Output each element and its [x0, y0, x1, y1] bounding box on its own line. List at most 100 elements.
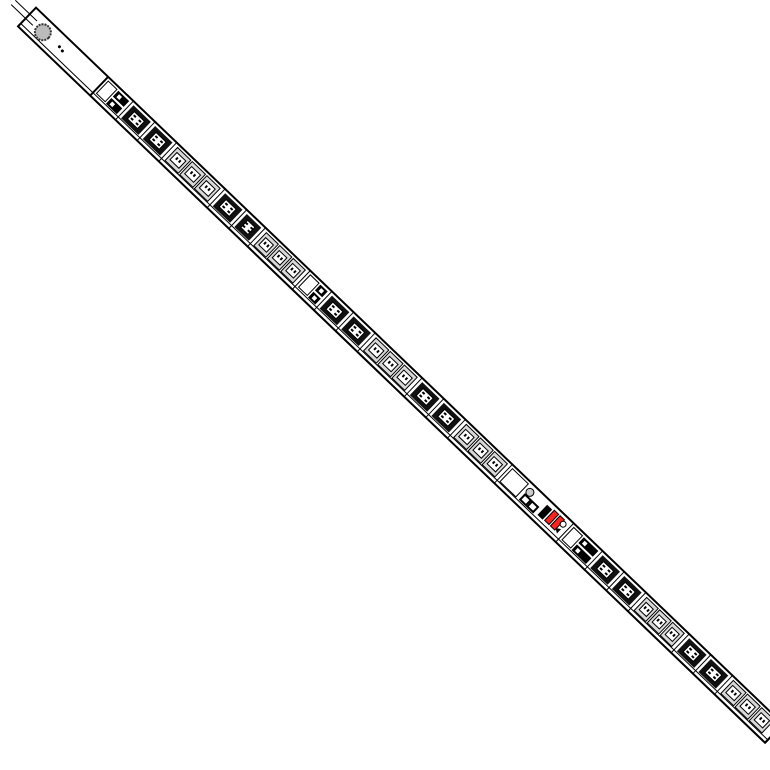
- c19-module: [228, 209, 262, 241]
- breaker-module: [89, 76, 130, 115]
- c19-pin: [358, 330, 362, 334]
- c13-socket: [664, 626, 681, 643]
- c19-socket: [325, 301, 344, 320]
- ethernet-port-icon: [518, 493, 533, 507]
- c13-pin: [266, 244, 270, 248]
- c19-pin: [224, 202, 229, 206]
- c13-pin: [463, 433, 468, 438]
- c19-pin: [333, 312, 338, 317]
- c13-pin: [293, 270, 297, 274]
- c19-pin: [247, 229, 251, 234]
- led-display: [543, 509, 560, 526]
- c19-pin: [691, 655, 695, 659]
- c19-pin: [350, 328, 354, 332]
- c19-socket: [218, 198, 237, 218]
- c13-socket: [638, 601, 655, 618]
- c19-pin: [242, 224, 246, 229]
- module-divider: [335, 311, 354, 332]
- ground-screw-icon: [57, 45, 61, 49]
- c13-pin: [659, 621, 663, 625]
- c13-pin: [177, 159, 182, 164]
- module-divider: [584, 550, 603, 571]
- pdu-end-cap: [764, 723, 770, 744]
- c19-pin: [133, 114, 137, 118]
- c13-pin: [376, 349, 380, 354]
- breaker-toggle: [109, 101, 116, 108]
- c19-socket: [617, 581, 636, 600]
- c19-pin: [336, 309, 341, 314]
- c19-pin: [448, 416, 452, 421]
- breaker-toggle: [581, 540, 588, 547]
- c19-pin: [156, 142, 161, 147]
- c13-pin: [387, 360, 392, 365]
- c19-pin: [712, 675, 717, 680]
- module-divider: [403, 377, 423, 398]
- c19-pin: [628, 589, 633, 594]
- c19-pin: [426, 396, 431, 400]
- c13-pin: [480, 449, 485, 454]
- c19-socket: [682, 643, 701, 663]
- ethernet-port-icon: [525, 500, 540, 514]
- c13-pin: [744, 703, 749, 707]
- module-divider: [670, 633, 690, 654]
- c19-socket: [704, 664, 723, 683]
- c13-socket: [396, 369, 413, 387]
- module-divider: [447, 419, 466, 439]
- c19-pin: [445, 419, 450, 424]
- c19-pin: [693, 652, 698, 656]
- c19-module: [605, 571, 642, 606]
- c19-pin: [599, 567, 603, 571]
- c13-pin: [401, 374, 406, 378]
- module-divider: [89, 76, 109, 96]
- c13-pin: [656, 618, 660, 622]
- module-divider: [605, 571, 625, 591]
- c19-pin: [715, 673, 720, 677]
- c13-pin: [279, 257, 284, 261]
- ground-screw-icon: [60, 49, 64, 53]
- c13-socket: [381, 355, 399, 373]
- c13-pin: [747, 705, 752, 710]
- breaker-toggle: [311, 295, 318, 301]
- c13-socket: [169, 151, 187, 169]
- c19-pin: [355, 333, 360, 337]
- c13-socket: [198, 179, 216, 198]
- module-divider: [356, 332, 376, 353]
- c19-module: [692, 654, 729, 689]
- c19-module: [313, 291, 350, 326]
- module-divider: [494, 464, 513, 484]
- c13-bank-module: [627, 592, 685, 648]
- c13-socket: [753, 711, 770, 729]
- display-blank: [499, 467, 530, 498]
- button-icon: [559, 520, 567, 528]
- breaker-toggle: [116, 94, 123, 100]
- c13-socket: [651, 614, 668, 630]
- c19-pin: [443, 412, 447, 416]
- c13-pin: [207, 187, 211, 192]
- c13-socket: [258, 236, 275, 253]
- c13-pin: [494, 463, 499, 468]
- c19-pin: [602, 564, 606, 568]
- c19-pin: [229, 207, 234, 211]
- c13-socket: [486, 455, 504, 473]
- c19-socket: [240, 219, 256, 236]
- c19-pin: [626, 592, 630, 597]
- module-divider: [228, 209, 248, 229]
- c13-pin: [192, 173, 197, 178]
- c19-socket: [346, 322, 366, 341]
- c19-pin: [621, 588, 625, 592]
- c13-pin: [733, 692, 738, 696]
- power-cord-line: [14, 0, 38, 22]
- c13-socket: [725, 684, 742, 702]
- module-divider: [247, 227, 266, 247]
- module-divider: [692, 654, 712, 674]
- module-divider: [313, 291, 333, 311]
- breaker-switch-icon: [105, 97, 123, 115]
- module-divider: [714, 675, 733, 695]
- c13-pin: [290, 267, 294, 271]
- c19-socket: [148, 131, 167, 151]
- breaker-toggle: [318, 288, 325, 294]
- c13-pin: [175, 156, 179, 161]
- c19-socket: [595, 560, 615, 580]
- c19-pin: [421, 391, 426, 395]
